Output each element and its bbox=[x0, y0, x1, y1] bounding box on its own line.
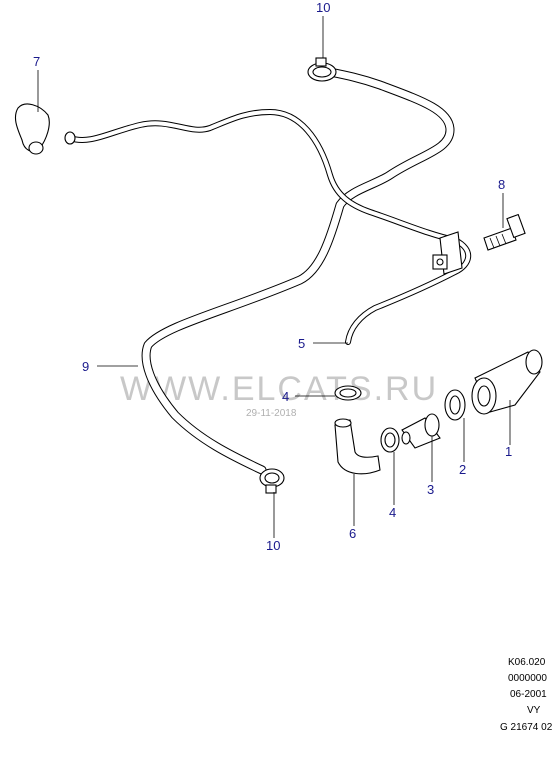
part-6-elbow-hose bbox=[334, 418, 381, 475]
ref-line-1: K06.020 bbox=[508, 657, 546, 668]
part-1-housing bbox=[471, 349, 543, 415]
ref-line-4: VY bbox=[527, 705, 541, 716]
callouts: 10 7 8 5 9 4 1 2 3 4 6 10 bbox=[33, 0, 512, 553]
part-10-clamp-top bbox=[307, 57, 337, 82]
watermark: WWW.ELCATS.RU bbox=[120, 370, 438, 408]
callout-8: 8 bbox=[498, 177, 505, 192]
date-stamp: 29-11-2018 bbox=[246, 408, 297, 419]
callout-7: 7 bbox=[33, 54, 40, 69]
reference-block: K06.020 0000000 06-2001 VY G 21674 02 bbox=[500, 657, 553, 733]
part-4-clamp-lower bbox=[380, 427, 400, 453]
leader-lines bbox=[37, 16, 511, 538]
callout-9: 9 bbox=[82, 359, 89, 374]
callout-2: 2 bbox=[459, 462, 466, 477]
part-8-fitting bbox=[483, 213, 526, 251]
part-7-elbow bbox=[14, 103, 76, 155]
callout-6: 6 bbox=[349, 526, 356, 541]
hose-9 bbox=[141, 67, 455, 475]
callout-4-upper: 4 bbox=[282, 389, 289, 404]
callout-10-top: 10 bbox=[316, 0, 330, 15]
ref-line-3: 06-2001 bbox=[510, 689, 547, 700]
callout-1: 1 bbox=[505, 444, 512, 459]
callout-5: 5 bbox=[298, 336, 305, 351]
bracket bbox=[432, 231, 463, 275]
callout-4-lower: 4 bbox=[389, 505, 396, 520]
part-3-connector bbox=[401, 413, 441, 449]
part-10-clamp-bottom bbox=[259, 468, 285, 494]
part-2-seal bbox=[444, 389, 466, 421]
pipe-upper bbox=[67, 109, 472, 345]
part-4-clamp-upper bbox=[334, 385, 362, 401]
callout-10-bottom: 10 bbox=[266, 538, 280, 553]
callout-3: 3 bbox=[427, 482, 434, 497]
ref-line-5: G 21674 02 bbox=[500, 722, 553, 733]
ref-line-2: 0000000 bbox=[508, 673, 547, 684]
